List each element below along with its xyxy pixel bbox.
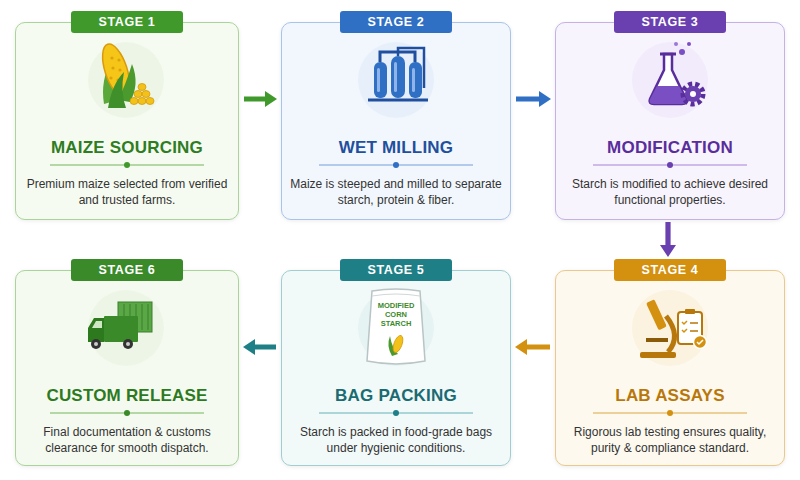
stage-card: STAGE 2WET MILLINGMaize is steeped and m… bbox=[281, 22, 511, 220]
stage-card: STAGE 6CUSTOM RELEASEFinal documentation… bbox=[15, 270, 239, 466]
stage-tab: STAGE 3 bbox=[614, 11, 726, 33]
stage-description: Maize is steeped and milled to separate … bbox=[290, 176, 502, 208]
stage-tab: STAGE 4 bbox=[614, 259, 726, 281]
stage-card: STAGE 3MODIFICATIONStarch is modified to… bbox=[555, 22, 785, 220]
stage-description: Starch is modified to achieve desired fu… bbox=[564, 176, 776, 208]
stage-title: LAB ASSAYS bbox=[556, 385, 784, 407]
stage-description: Final documentation & customs clearance … bbox=[21, 424, 233, 456]
flow-arrow bbox=[244, 91, 277, 107]
stage-tab: STAGE 2 bbox=[340, 11, 452, 33]
stage-card: STAGE 1MAIZE SOURCINGPremium maize selec… bbox=[15, 22, 239, 220]
flow-arrow bbox=[516, 91, 551, 107]
stage-title: WET MILLING bbox=[282, 137, 510, 159]
stage-tab: STAGE 1 bbox=[71, 11, 183, 33]
flow-arrow bbox=[243, 339, 276, 355]
stage-card: STAGE 5BAG PACKINGStarch is packed in fo… bbox=[281, 270, 511, 466]
stage-tab: STAGE 5 bbox=[340, 259, 452, 281]
stage-description: Premium maize selected from verified and… bbox=[21, 176, 233, 208]
stage-title: CUSTOM RELEASE bbox=[16, 385, 238, 407]
stage-description: Starch is packed in food-grade bags unde… bbox=[290, 424, 502, 456]
stage-card: STAGE 4LAB ASSAYSRigorous lab testing en… bbox=[555, 270, 785, 466]
stage-description: Rigorous lab testing ensures quality, pu… bbox=[564, 424, 776, 456]
stage-title: MODIFICATION bbox=[556, 137, 784, 159]
stage-title: MAIZE SOURCING bbox=[16, 137, 238, 159]
bag-label: MODIFIED CORN STARCH bbox=[370, 301, 422, 328]
flow-arrow bbox=[515, 339, 550, 355]
stage-title: BAG PACKING bbox=[282, 385, 510, 407]
stage-tab: STAGE 6 bbox=[71, 259, 183, 281]
flow-arrow bbox=[660, 222, 676, 257]
